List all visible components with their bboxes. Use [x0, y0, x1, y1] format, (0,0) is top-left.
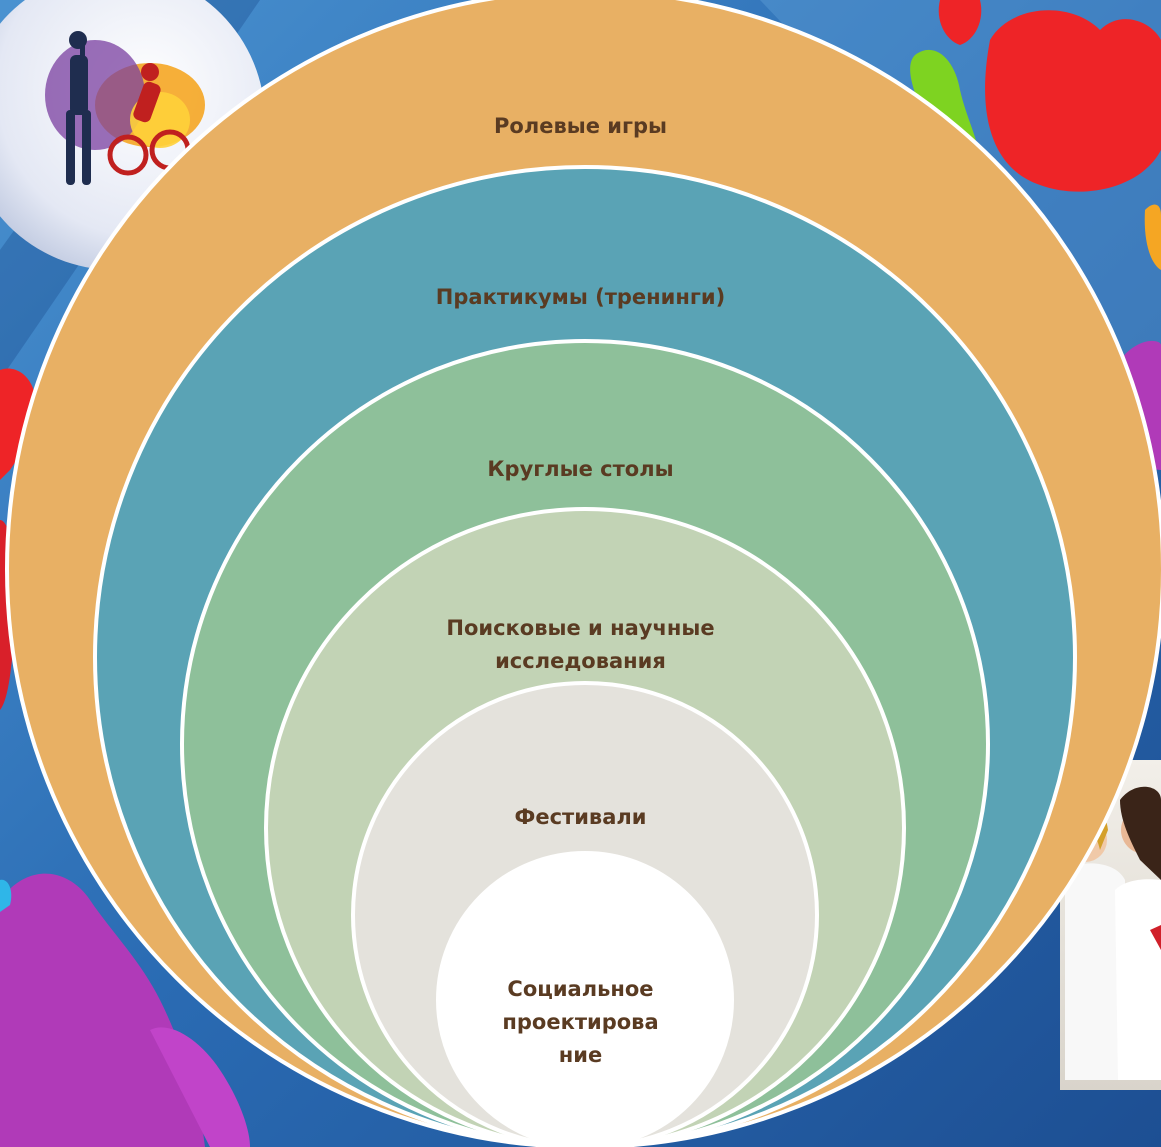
paint-splash-orange: [1144, 204, 1161, 270]
layer-label-role-games: Ролевые игры: [494, 114, 667, 138]
layer-label-workshops: Практикумы (тренинги): [435, 285, 726, 309]
paint-splash-purple-hand: [0, 873, 250, 1147]
layer-label-research: Поисковые и научные исследования: [446, 616, 715, 673]
layer-label-social-design: Социальное проектирова ние: [502, 977, 659, 1067]
paint-splash-red-hand: [938, 0, 1161, 192]
paint-splash-red-left: [0, 368, 35, 480]
people-photo: [1060, 760, 1161, 1090]
nested-rings: [5, 0, 1161, 1147]
paint-splash-cyan: [0, 879, 12, 912]
layer-label-festivals: Фестивали: [514, 805, 647, 829]
layer-label-round-tables: Круглые столы: [487, 457, 674, 481]
ring-6: [436, 851, 734, 1147]
basketball-player-silhouette: [66, 31, 91, 185]
